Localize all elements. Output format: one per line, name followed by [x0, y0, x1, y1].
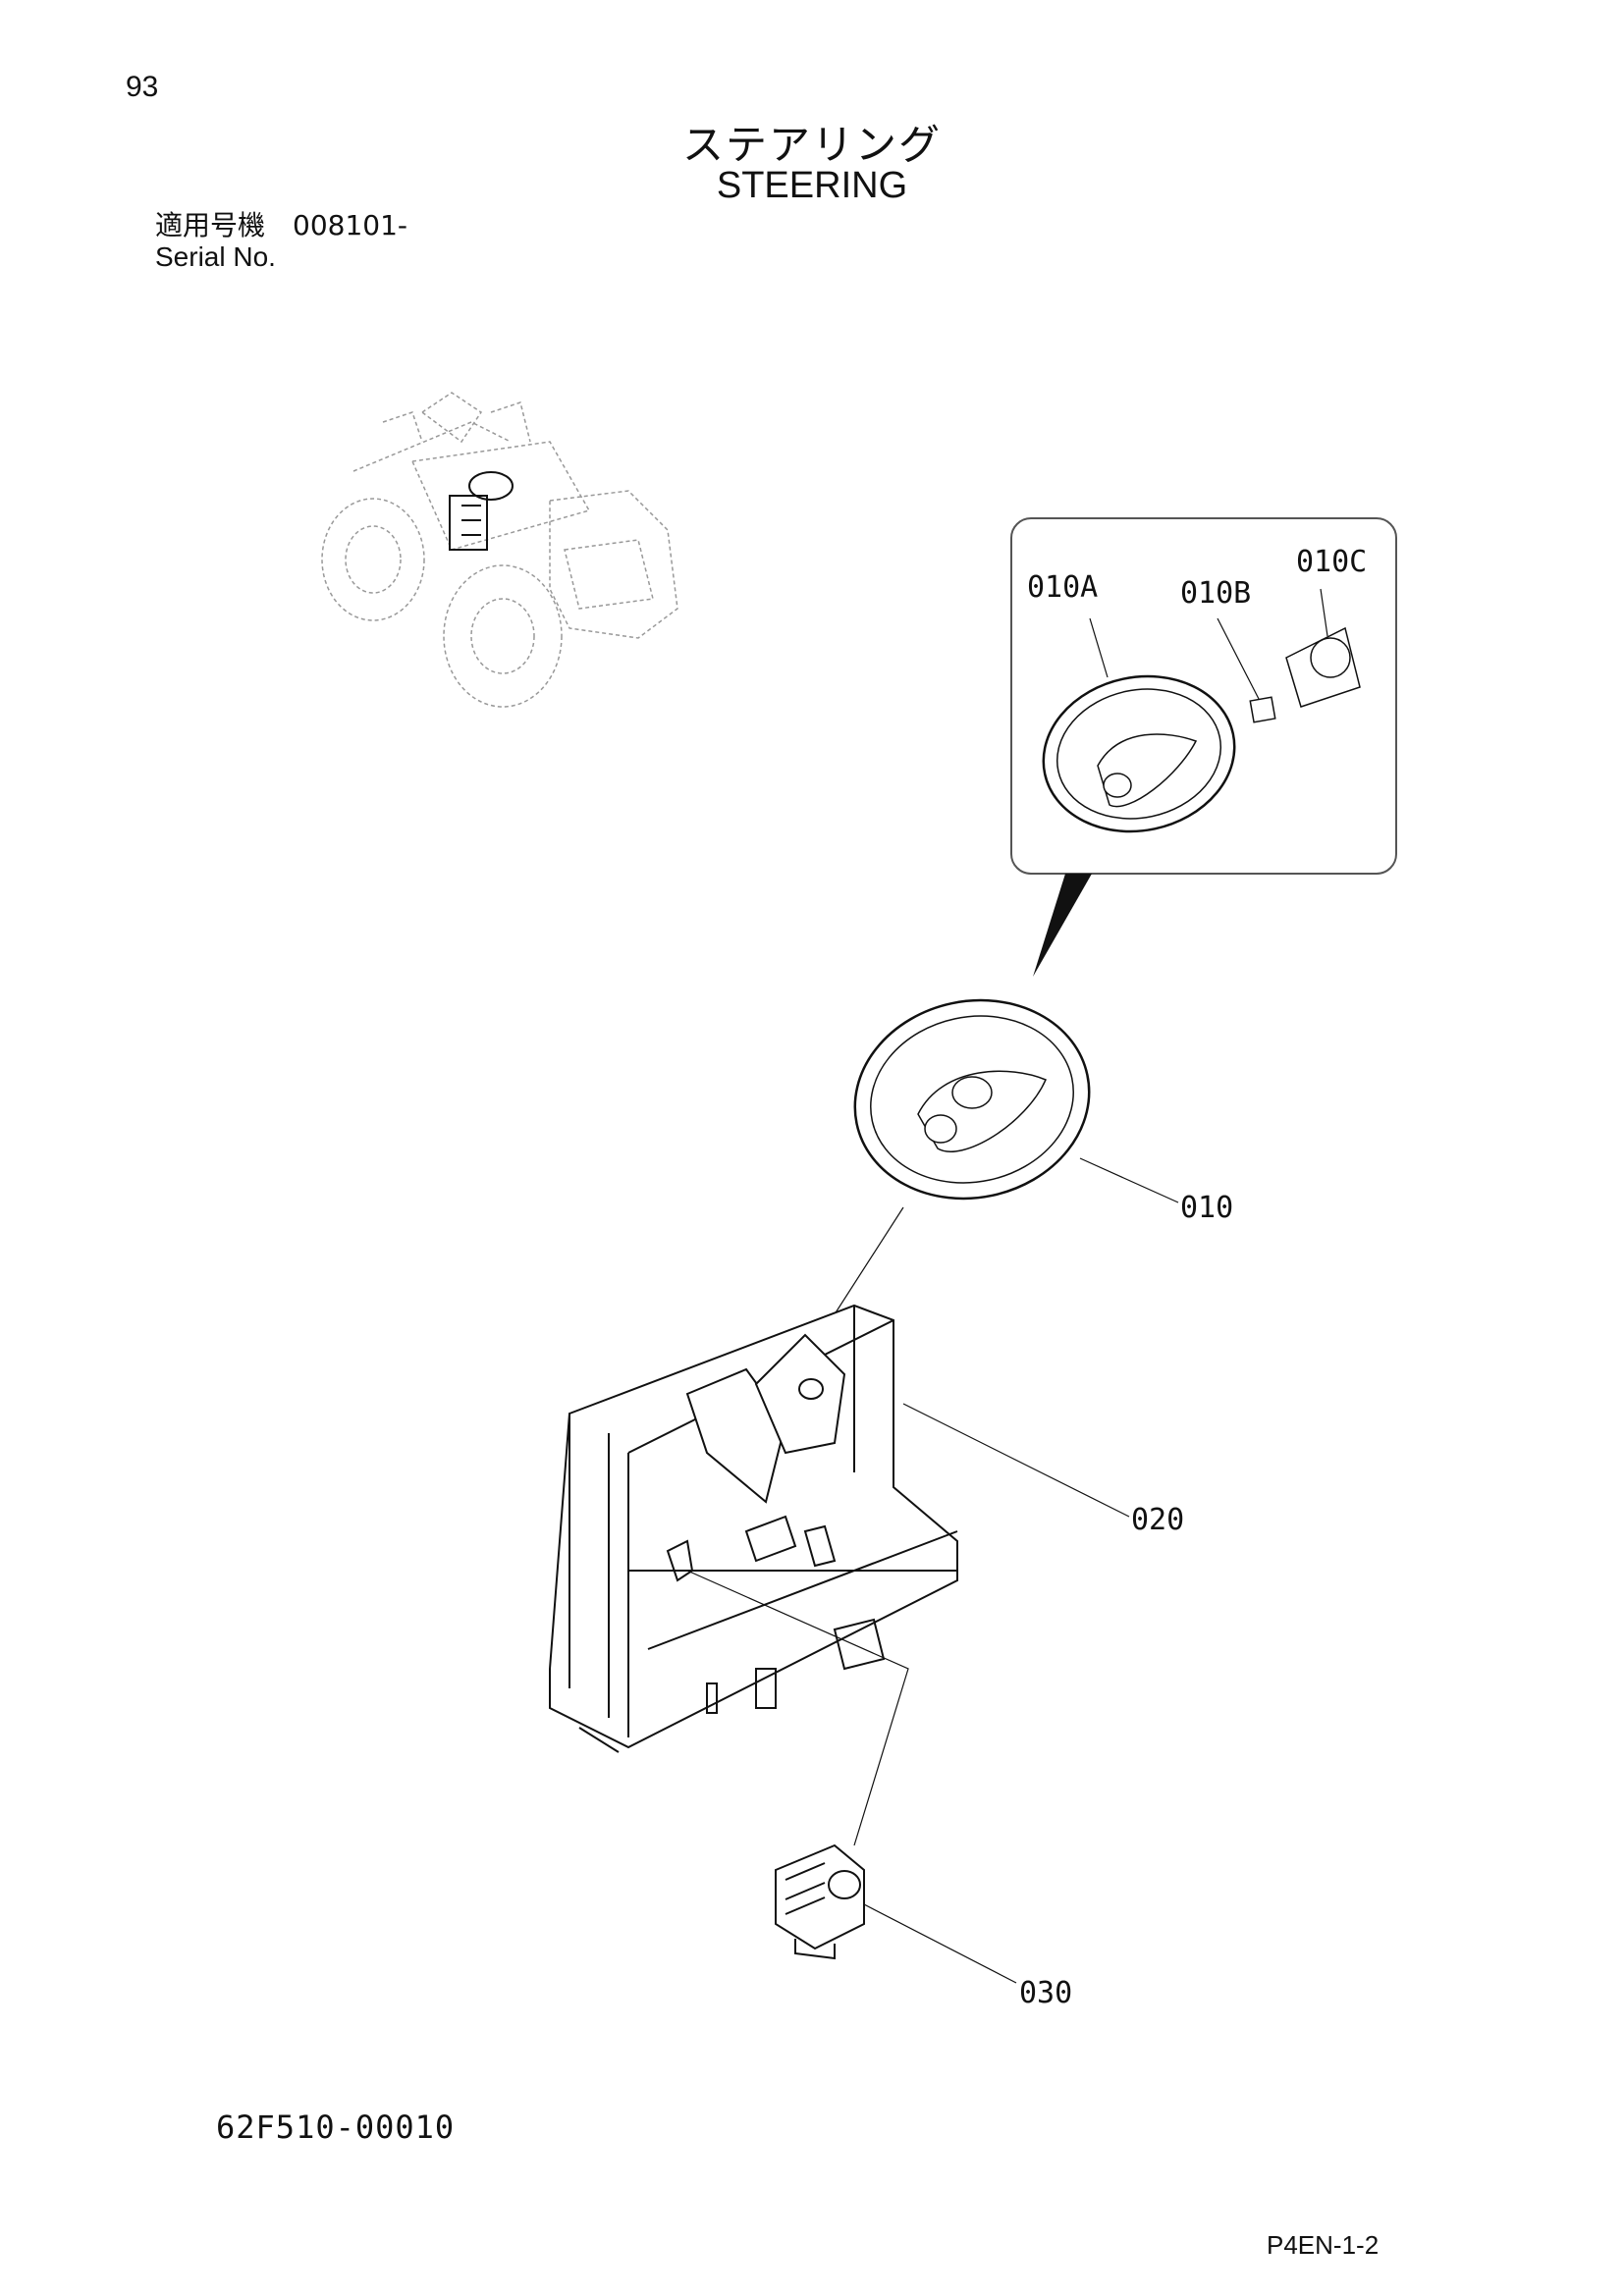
page-number: 93	[126, 71, 159, 103]
page-title-japanese: ステアリング	[681, 121, 942, 169]
highlighted-steering-location	[449, 471, 514, 551]
serial-label-japanese: 適用号機 008101-	[155, 209, 407, 241]
callout-010A: 010A	[1027, 570, 1098, 605]
detail-inset	[1010, 517, 1397, 977]
steering-frame-part	[549, 1304, 1130, 1753]
page-code: P4EN-1-2	[1267, 2230, 1380, 2260]
steering-unit-part	[775, 1843, 1017, 1984]
vehicle-location-illustration	[321, 392, 678, 708]
callout-010: 010	[1180, 1191, 1233, 1225]
page-title-english: STEERING	[716, 165, 908, 206]
callout-010C: 010C	[1296, 545, 1367, 579]
callout-020: 020	[1131, 1503, 1184, 1537]
drawing-number: 62F510-00010	[216, 2109, 456, 2146]
steering-wheel-part	[853, 998, 1179, 1203]
serial-label-english: Serial No.	[155, 241, 276, 272]
callout-030: 030	[1019, 1976, 1072, 2010]
callout-010B: 010B	[1180, 576, 1251, 611]
assembly-guide-line-lower	[686, 1570, 909, 1846]
